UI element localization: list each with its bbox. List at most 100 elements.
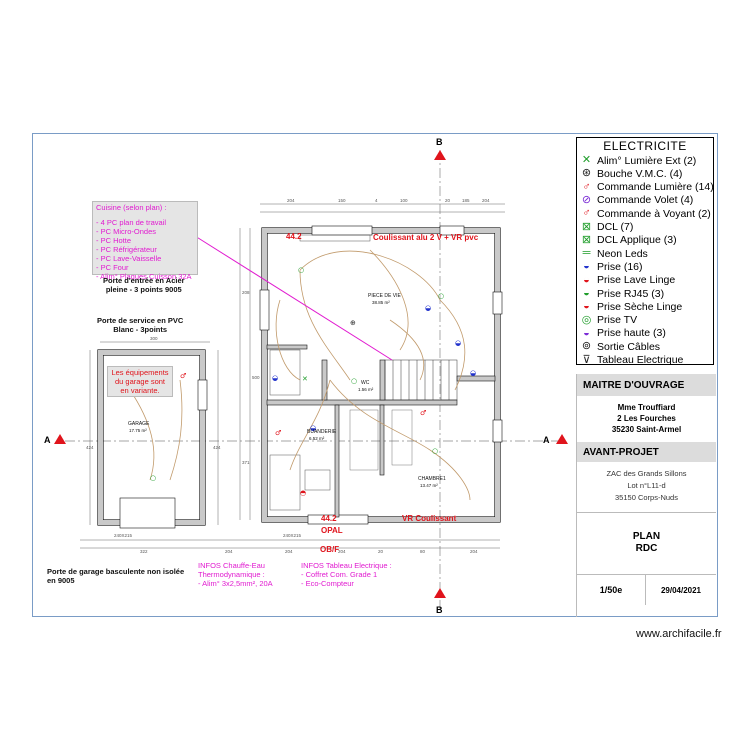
plan-title: PLAN xyxy=(632,531,661,542)
dim-bottom-r2-2: 204 xyxy=(225,549,233,554)
room-main-name: PIECE DE VIE xyxy=(368,293,401,299)
room-chambre-name: CHAMBRE1 xyxy=(418,476,446,482)
dim-top-7: 204 xyxy=(482,198,490,203)
neon-icon: ═ xyxy=(582,247,591,260)
section-a-right-letter: A xyxy=(543,435,550,445)
legend-label: Prise (16) xyxy=(597,260,643,273)
dim-garage-top: 300 xyxy=(150,336,158,341)
note-porte-garage: Porte de garage basculente non isolée en… xyxy=(47,567,185,585)
legend-label: Sortie Câbles xyxy=(597,340,661,353)
dim-left-3: 500 xyxy=(252,375,260,380)
section-b-top-letter: B xyxy=(436,137,443,147)
legend-label: Bouche V.M.C. (4) xyxy=(597,167,683,180)
socket-washer-icon: ◒ xyxy=(583,273,590,286)
note-tableau: INFOS Tableau Electrique : - Coffret Com… xyxy=(301,561,392,588)
legend-row: ◒ Prise Lave Linge xyxy=(580,274,675,287)
legend-label: Tableau Electrique xyxy=(597,354,684,366)
svg-text:◒: ◒ xyxy=(470,369,476,377)
project-header: AVANT-PROJET xyxy=(577,442,716,462)
watermark-url: www.archifacile.fr xyxy=(636,628,722,640)
indicator-switch-icon: ♂ xyxy=(582,207,591,220)
legend-row: ⊽Tableau Electrique xyxy=(580,354,683,367)
svg-text:○: ○ xyxy=(438,292,444,300)
section-a-left-arrow xyxy=(54,434,66,444)
dim-bottom-r2-6: 80 xyxy=(420,549,426,554)
dim-top-6: 185 xyxy=(462,198,470,203)
room-buanderie-area: 6.52 m² xyxy=(309,436,325,441)
note-chauffe-eau: INFOS Chauffe-Eau Thermodynamique : - Al… xyxy=(198,561,273,588)
svg-text:⊕: ⊕ xyxy=(350,319,356,327)
drawing-frame xyxy=(32,133,718,617)
svg-text:✕: ✕ xyxy=(302,375,308,383)
svg-text:○: ○ xyxy=(432,447,438,455)
note-garage-variante: Les équipements du garage sont en varian… xyxy=(107,366,173,397)
room-main-area: 38.85 m² xyxy=(372,300,390,305)
section-b-top-arrow xyxy=(434,150,446,160)
section-a-left-letter: A xyxy=(44,435,51,445)
note-cuisine: Cuisine (selon plan) : - 4 PC plan de tr… xyxy=(92,201,198,281)
legend-label: Commande à Voyant (2) xyxy=(597,207,711,220)
legend-row: ⊛Bouche V.M.C. (4) xyxy=(580,167,683,180)
date-value: 29/04/2021 xyxy=(660,585,702,595)
legend-title: ELECTRICITE xyxy=(603,139,687,153)
svg-text:♂: ♂ xyxy=(420,409,426,417)
svg-text:♂: ♂ xyxy=(180,372,186,380)
dim-garage-side-2: 424 xyxy=(213,445,221,450)
legend-row: ◒Prise haute (3) xyxy=(580,327,666,340)
legend-row: ♂Commande Lumière (14) xyxy=(580,180,713,194)
shutter-switch-icon: ⊘ xyxy=(581,193,592,206)
legend-label: DCL (7) xyxy=(597,221,634,233)
dim-top-5: 20 xyxy=(445,198,451,203)
window-top-label: Coulissant alu 2 V + VR pvc xyxy=(373,233,479,242)
svg-text:◒: ◒ xyxy=(455,339,461,347)
dim-bottom-r1-1: 240X215 xyxy=(114,533,133,538)
note-porte-entree: Porte d'entrée en Acier pleine - 3 point… xyxy=(103,276,185,294)
legend-label: Alim° Lumière Ext (2) xyxy=(597,154,697,167)
window-top-code: 44.2 xyxy=(286,232,302,241)
dim-left-2: 371 xyxy=(242,460,250,465)
room-buanderie-name: BUANDERIE xyxy=(307,429,337,435)
legend-row: ⊠ DCL (7) xyxy=(580,221,633,234)
electricity-legend: ELECTRICITE ✕Alim° Lumière Ext (2)⊛Bouch… xyxy=(576,137,714,367)
svg-text:○: ○ xyxy=(150,474,156,482)
room-chambre-area: 13.47 m² xyxy=(420,483,438,488)
dcl-wall-icon: ⊠ xyxy=(581,233,592,246)
dcl-icon: ⊠ xyxy=(581,220,592,233)
switch-icon: ♂ xyxy=(582,180,591,193)
obf-label: OB/F xyxy=(320,545,340,554)
socket-dryer-icon: ◒ xyxy=(583,300,590,313)
plan-subtitle: RDC xyxy=(635,543,658,554)
legend-row: ⊘ Commande Volet (4) xyxy=(580,194,693,207)
legend-label: Prise Sèche Linge xyxy=(597,300,683,313)
owner-header: MAITRE D'OUVRAGE xyxy=(577,374,716,396)
dim-bottom-r1-2: 240X215 xyxy=(283,533,302,538)
legend-label: Commande Volet (4) xyxy=(597,194,694,207)
scale-date-row: 1/50e 29/04/2021 xyxy=(577,574,716,605)
legend-row: ═Neon Leds xyxy=(580,247,648,260)
window-bottom-code: 44.2 xyxy=(321,514,337,523)
legend-row: ◒Prise (16) xyxy=(580,260,643,273)
legend-label: Prise RJ45 (3) xyxy=(597,287,665,300)
title-block: MAITRE D'OUVRAGE Mme Trouffiard 2 Les Fo… xyxy=(576,374,716,617)
dim-top-4: 100 xyxy=(400,198,408,203)
plan-title-box: PLAN RDC xyxy=(577,512,716,574)
legend-label: Prise TV xyxy=(597,314,638,327)
legend-row: ♂ Commande à Voyant (2) xyxy=(580,207,711,220)
owner-info: Mme Trouffiard 2 Les Fourches 35230 Sain… xyxy=(611,403,682,434)
window-bottom-opal: OPAL xyxy=(321,526,343,535)
room-wc-area: 1.56 m² xyxy=(358,387,374,392)
section-b-bottom-letter: B xyxy=(436,605,443,615)
project-info: ZAC des Grands Sillons Lot n°L11-d 35150… xyxy=(606,469,687,502)
dim-bottom-r2-3: 204 xyxy=(285,549,293,554)
room-garage-area: 17.75 m² xyxy=(129,428,147,433)
dim-top-2: 150 xyxy=(338,198,346,203)
scale-value: 1/50e xyxy=(577,575,646,605)
note-porte-service: Porte de service en PVC Blanc - 3points xyxy=(97,316,184,334)
svg-text:♂: ♂ xyxy=(275,429,281,437)
legend-label: Prise Lave Linge xyxy=(597,274,676,287)
legend-row: ◎Prise TV xyxy=(580,314,637,327)
dim-top-3: 4 xyxy=(375,198,378,203)
section-a-right-arrow xyxy=(556,434,568,444)
svg-text:◓: ◓ xyxy=(300,489,306,497)
dim-left-1: 208 xyxy=(242,290,250,295)
